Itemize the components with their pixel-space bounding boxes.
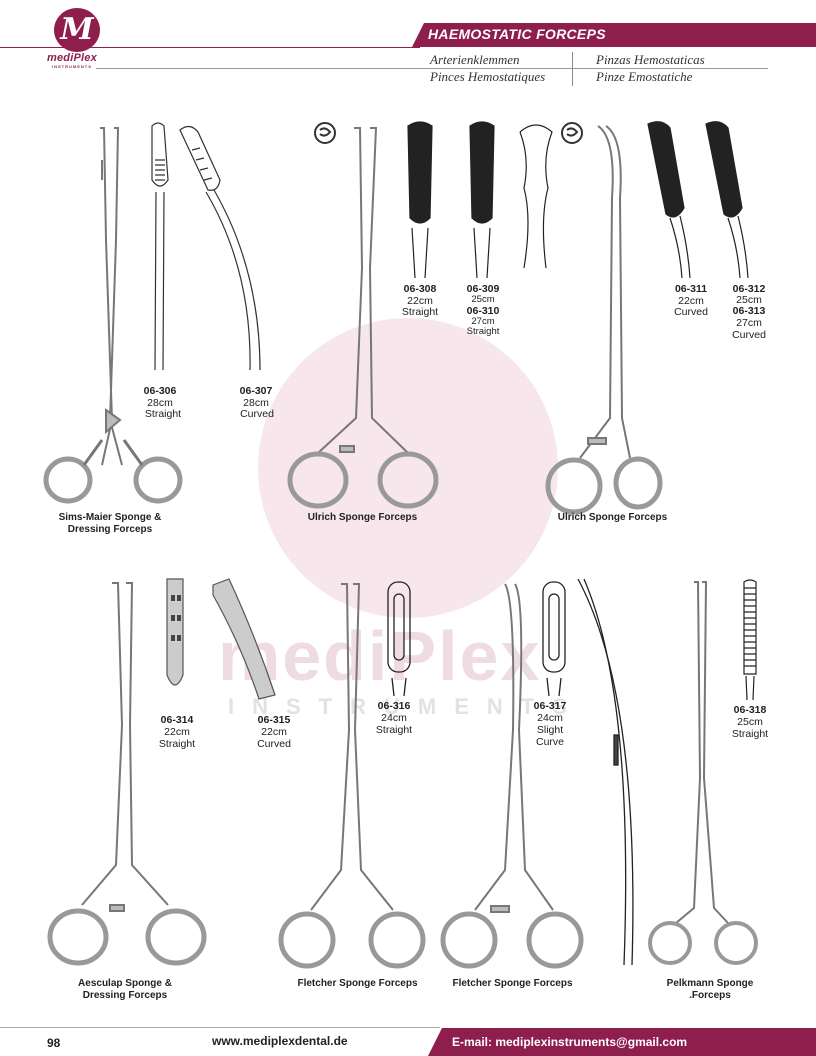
caption-pelkmann-2: .Forceps bbox=[689, 990, 731, 1001]
caption-pelkmann-1: Pelkmann Sponge bbox=[666, 978, 754, 989]
jaw-details-06-314-315 bbox=[166, 578, 276, 700]
watermark-text: mediPlex bbox=[218, 617, 542, 695]
item-type-06-316: Straight bbox=[375, 724, 413, 736]
item-code-06-314: 06-314 bbox=[160, 714, 194, 726]
item-code-06-308: 06-308 bbox=[403, 283, 437, 295]
watermark-circle bbox=[258, 318, 558, 618]
aesculap-forceps-illustration bbox=[47, 582, 207, 966]
item-size-06-313: 27cm bbox=[736, 317, 762, 329]
item-size-06-306: 28cm bbox=[147, 397, 173, 409]
caption-sims-1: Sims-Maier Sponge & bbox=[58, 512, 162, 523]
jaw-detail-06-306 bbox=[151, 122, 169, 371]
footer-bar bbox=[428, 1028, 816, 1056]
item-type-06-318: Straight bbox=[731, 728, 769, 740]
item-type-06-308: Straight bbox=[401, 306, 439, 318]
caption-fletcher-1: Fletcher Sponge Forceps bbox=[297, 978, 418, 989]
item-type-06-307: Curved bbox=[240, 408, 274, 420]
brand-logo bbox=[54, 8, 100, 52]
item-size-06-307: 28cm bbox=[243, 397, 269, 409]
brand-sub: INSTRUMENTS bbox=[52, 64, 92, 69]
item-code-06-317: 06-317 bbox=[533, 700, 567, 712]
item-code-06-316: 06-316 bbox=[377, 700, 411, 712]
jaw-detail-06-307 bbox=[179, 125, 261, 371]
page-number: 98 bbox=[47, 1036, 61, 1050]
ulrich-forceps-straight-illustration bbox=[287, 122, 439, 509]
item-type-06-310: Straight bbox=[466, 326, 500, 337]
caption-aesculap-1: Aesculap Sponge & bbox=[78, 978, 172, 989]
translation-rule bbox=[96, 68, 768, 69]
translation-de: Arterienklemmen bbox=[430, 52, 520, 67]
item-size-06-318: 25cm bbox=[737, 716, 763, 728]
fletcher-forceps-illustration-2 bbox=[440, 583, 584, 969]
caption-aesculap-2: Dressing Forceps bbox=[82, 990, 168, 1001]
item-type-06-315: Curved bbox=[257, 738, 291, 750]
item-size-06-310: 27cm bbox=[471, 316, 495, 327]
caption-ulrich-1: Ulrich Sponge Forceps bbox=[307, 512, 418, 523]
item-size-06-312: 25cm bbox=[736, 294, 762, 306]
caption-fletcher-2: Fletcher Sponge Forceps bbox=[452, 978, 573, 989]
item-type-06-311: Curved bbox=[674, 306, 708, 318]
item-size-06-315: 22cm bbox=[261, 726, 287, 738]
item-code-06-313: 06-313 bbox=[732, 305, 766, 317]
jaw-details-06-308-310 bbox=[407, 121, 553, 279]
title-banner bbox=[412, 23, 816, 47]
translation-it: Pinze Emostatiche bbox=[596, 69, 693, 84]
page-title: HAEMOSTATIC FORCEPS bbox=[428, 26, 606, 42]
item-code-06-307: 06-307 bbox=[239, 385, 273, 397]
item-code-06-311: 06-311 bbox=[674, 283, 708, 295]
footer-website-link[interactable]: www.mediplexdental.de bbox=[212, 1034, 348, 1048]
brand-name: mediPlex bbox=[47, 52, 97, 64]
sims-maier-forceps-illustration bbox=[43, 127, 183, 504]
ulrich-forceps-curved-illustration bbox=[545, 122, 663, 515]
item-size-06-311: 22cm bbox=[678, 295, 704, 307]
pelkmann-forceps-illustration bbox=[648, 581, 758, 965]
translation-divider bbox=[572, 52, 573, 86]
item-size-06-317: 24cm bbox=[537, 712, 563, 724]
item-type-06-306: Straight bbox=[144, 408, 182, 420]
item-size-06-308: 22cm bbox=[407, 295, 433, 307]
translation-es: Pinzas Hemostaticas bbox=[596, 52, 705, 67]
fletcher-forceps-illustration-1 bbox=[278, 583, 426, 969]
item-type-06-313: Curved bbox=[732, 329, 766, 341]
item-code-06-309: 06-309 bbox=[466, 283, 500, 295]
jaw-details-06-311-313 bbox=[647, 121, 749, 279]
brand-logo-mark: M bbox=[60, 12, 94, 47]
item-size-06-316: 24cm bbox=[381, 712, 407, 724]
item-code-06-310: 06-310 bbox=[466, 305, 500, 317]
item-type-06-314: Straight bbox=[158, 738, 196, 750]
item-type-06-317-line1: Slight bbox=[536, 724, 564, 736]
curved-profile-illustration bbox=[577, 578, 634, 966]
jaw-detail-06-318 bbox=[743, 579, 757, 701]
footer-rule bbox=[0, 1027, 440, 1028]
item-code-06-318: 06-318 bbox=[733, 704, 767, 716]
jaw-detail-06-317 bbox=[542, 581, 566, 697]
caption-sims-2: Dressing Forceps bbox=[67, 524, 153, 535]
footer-email-link[interactable]: E-mail: mediplexinstruments@gmail.com bbox=[452, 1035, 688, 1049]
header-rule bbox=[0, 47, 420, 48]
item-code-06-315: 06-315 bbox=[257, 714, 291, 726]
item-code-06-306: 06-306 bbox=[143, 385, 177, 397]
watermark-subtext: INSTRUMENTS bbox=[228, 694, 585, 719]
item-type-06-317-line2: Curve bbox=[535, 736, 564, 748]
translation-fr: Pinces Hemostatiques bbox=[430, 69, 546, 84]
item-size-06-314: 22cm bbox=[164, 726, 190, 738]
jaw-detail-06-316 bbox=[387, 581, 411, 697]
item-code-06-312: 06-312 bbox=[732, 283, 766, 295]
item-size-06-309: 25cm bbox=[471, 294, 495, 305]
caption-ulrich-2: Ulrich Sponge Forceps bbox=[557, 512, 668, 523]
